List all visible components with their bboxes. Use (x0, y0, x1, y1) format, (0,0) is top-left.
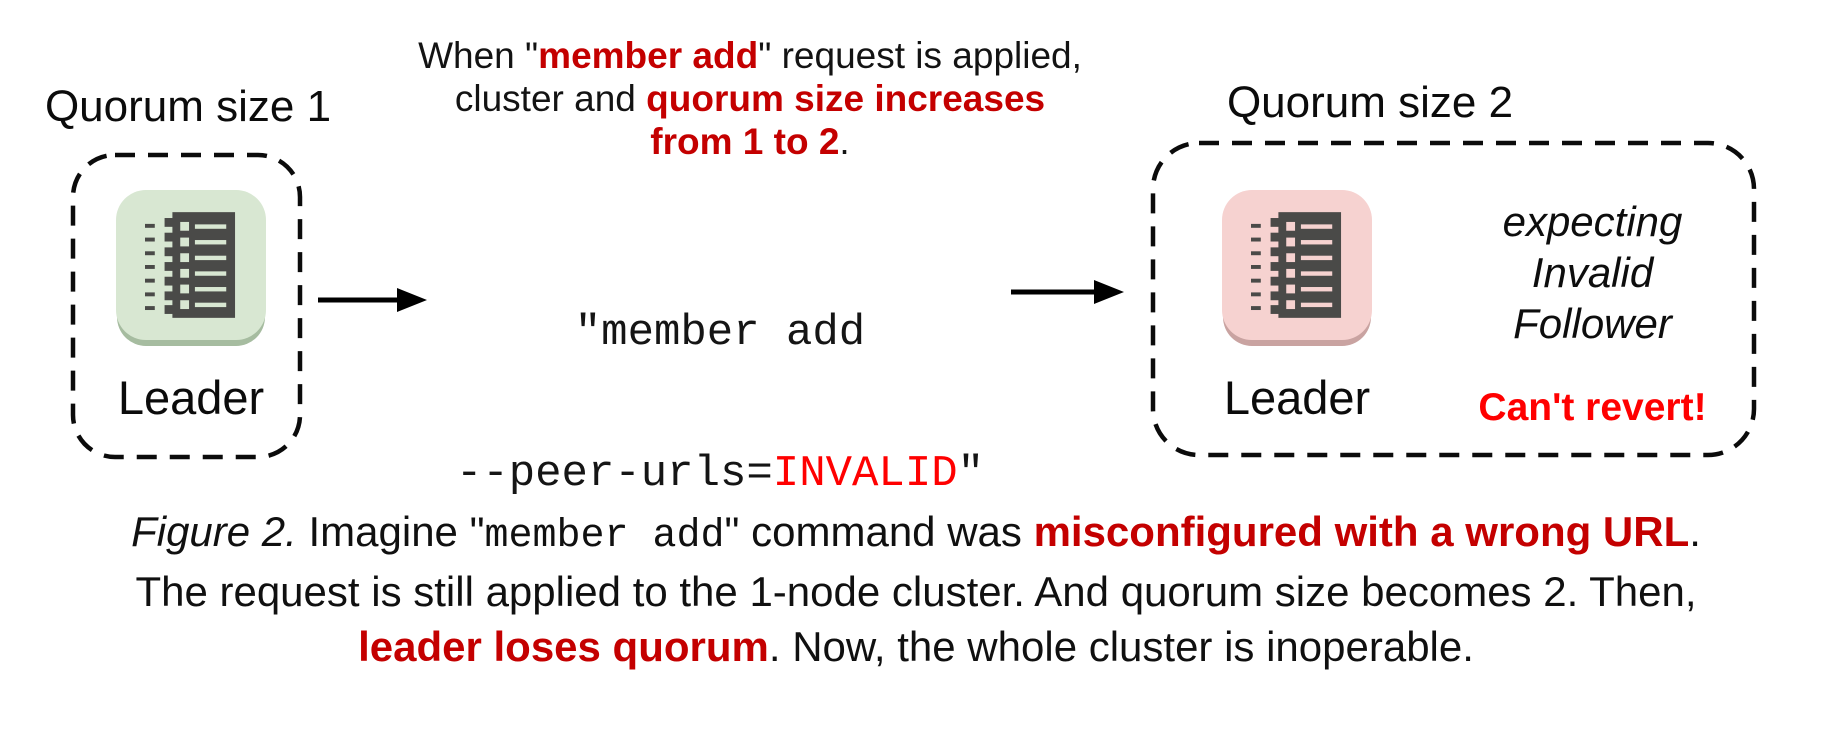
caption-line-2: The request is still applied to the 1-no… (135, 568, 1697, 615)
heading-line-1: When "member add" request is applied, (418, 35, 1082, 76)
arrow-right-icon (318, 288, 427, 312)
left-cluster-dashed-box (70, 152, 303, 460)
heading-line-3: from 1 to 2. (650, 121, 850, 162)
heading-annotation: When "member add" request is applied, cl… (400, 34, 1100, 163)
right-cluster-dashed-box (1150, 140, 1757, 458)
expecting-invalid-follower-note: expecting Invalid Follower (1502, 198, 1683, 347)
log-list-icon (145, 212, 236, 318)
caption-line-3: leader loses quorum. Now, the whole clus… (358, 623, 1474, 670)
leader-node-card-pink (1222, 190, 1372, 340)
heading-line-2: cluster and quorum size increases (454, 78, 1046, 119)
log-list-icon (1251, 212, 1342, 318)
left-node-label: Leader (117, 371, 265, 424)
command-line-2: --peer-urls=INVALID" (455, 449, 985, 499)
right-node-label: Leader (1223, 371, 1371, 424)
member-add-command: "member add --peer-urls=INVALID" (420, 216, 1020, 592)
command-line-1: "member add (574, 308, 866, 358)
figure-caption: Figure 2. Imagine "member add" command w… (76, 504, 1756, 674)
cant-revert-warning: Can't revert! (1478, 386, 1707, 429)
arrow-right-icon (1011, 280, 1124, 304)
right-cluster-title: Quorum size 2 (1226, 78, 1514, 127)
leader-node-card-green (116, 190, 266, 340)
caption-line-1: Figure 2. Imagine "member add" command w… (131, 508, 1701, 559)
left-cluster-title: Quorum size 1 (44, 82, 332, 131)
